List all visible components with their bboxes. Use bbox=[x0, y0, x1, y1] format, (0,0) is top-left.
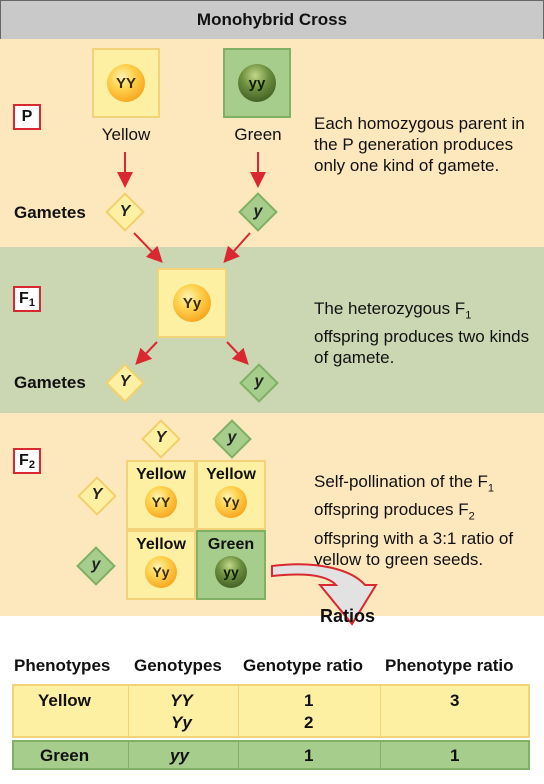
punnett-cell-yy-het-lower: Yellow Yy bbox=[126, 530, 196, 600]
yellow-pea-icon: YY bbox=[145, 486, 177, 518]
row-phenotype-ratio: 3 bbox=[450, 691, 460, 710]
punnett-cell-yy-het-upper: Yellow Yy bbox=[196, 460, 266, 530]
header-phenotypes: Phenotypes bbox=[14, 656, 111, 675]
header-phenotype-ratio: Phenotype ratio bbox=[385, 656, 514, 675]
f2-row-gamete-green-text: y bbox=[91, 556, 101, 573]
p-gametes-label: Gametes bbox=[14, 203, 86, 222]
yellow-pea-icon: Yy bbox=[145, 556, 177, 588]
diagram-title: Monohybrid Cross bbox=[0, 0, 544, 40]
row-phenotype-ratio: 1 bbox=[450, 746, 460, 765]
table-row-yellow: Yellow YY Yy 1 2 3 bbox=[12, 684, 530, 738]
header-genotypes: Genotypes bbox=[134, 656, 222, 675]
punnett-cell-green: Green yy bbox=[196, 530, 266, 600]
parent-yellow-box: YY bbox=[92, 48, 160, 118]
table-row-green: Green yy 1 1 bbox=[12, 740, 530, 770]
p-description: Each homozygous parent in the P generati… bbox=[314, 114, 525, 175]
parent-yellow-label: Yellow bbox=[101, 125, 151, 144]
ratios-label: Ratios bbox=[320, 606, 376, 626]
f2-description: Self-pollination of the F1 offspring pro… bbox=[314, 472, 514, 569]
parent-green-label: Green bbox=[234, 125, 282, 144]
parent-green-box: yy bbox=[223, 48, 291, 118]
cell-phenotype: Green bbox=[207, 536, 255, 553]
f1-gametes-label: Gametes bbox=[14, 373, 86, 392]
row-genotype: yy bbox=[170, 746, 189, 765]
p-gamete-yellow-text: Y bbox=[119, 203, 131, 220]
row-genotype-ratio: 1 bbox=[304, 746, 314, 765]
f1-gamete-yellow-text: Y bbox=[119, 373, 131, 390]
punnett-cell-yy-upper: Yellow YY bbox=[126, 460, 196, 530]
f2-col-gamete-green-text: y bbox=[227, 429, 237, 446]
cell-phenotype: Yellow bbox=[206, 466, 256, 483]
cell-phenotype: Yellow bbox=[136, 536, 186, 553]
f1-description: The heterozygous F1 offspring produces t… bbox=[314, 299, 530, 368]
p-gamete-green-text: y bbox=[253, 203, 263, 220]
row-genotype: YY bbox=[170, 691, 193, 710]
row-phenotype: Yellow bbox=[38, 691, 91, 710]
yellow-pea-icon: YY bbox=[107, 64, 145, 102]
green-pea-icon: yy bbox=[238, 64, 276, 102]
f1-offspring-box: Yy bbox=[157, 268, 227, 338]
f2-row-gamete-yellow-text: Y bbox=[91, 486, 103, 503]
f1-gamete-green-text: y bbox=[254, 373, 264, 390]
row-phenotype: Green bbox=[40, 746, 90, 765]
row-genotype-ratio: 2 bbox=[304, 713, 314, 732]
header-genotype-ratio: Genotype ratio bbox=[243, 656, 363, 675]
row-genotype-ratio: 1 bbox=[304, 691, 314, 710]
f2-col-gamete-yellow-text: Y bbox=[155, 429, 167, 446]
yellow-pea-icon: Yy bbox=[173, 284, 211, 322]
p-generation-label: P bbox=[13, 104, 41, 130]
cell-phenotype: Yellow bbox=[136, 466, 186, 483]
green-pea-icon: yy bbox=[215, 556, 247, 588]
yellow-pea-icon: Yy bbox=[215, 486, 247, 518]
row-genotype: Yy bbox=[171, 713, 192, 732]
